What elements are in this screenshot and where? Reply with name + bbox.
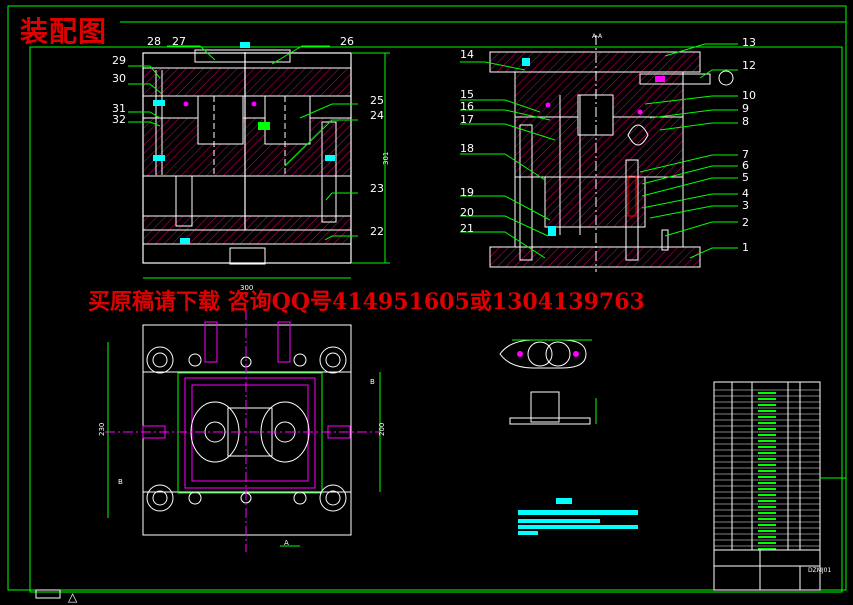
parts-list-entry-mark (758, 446, 776, 448)
part-detail-views (499, 339, 597, 425)
parts-list-entry-mark (758, 458, 776, 460)
part-number-label: 5 (742, 171, 749, 184)
parts-list-entry-mark (758, 410, 776, 412)
parts-list-entry-mark (758, 536, 776, 538)
part-number-label: 16 (460, 100, 474, 113)
part-number-label: 21 (460, 222, 474, 235)
outer-border (7, 5, 847, 591)
parts-list-entry-mark (758, 542, 776, 544)
drawing-title: 装配图 (20, 15, 108, 48)
part-number-label: 7 (742, 148, 749, 161)
part-number-label: 26 (340, 35, 354, 48)
parts-list-entry-mark (758, 524, 776, 526)
parts-list-table (713, 381, 846, 591)
parts-list-entry-mark (758, 416, 776, 418)
part-number-label: 2 (742, 216, 749, 229)
part-number-label: 32 (112, 113, 126, 126)
parts-list-entry-mark (758, 440, 776, 442)
plan-view (105, 310, 381, 552)
part-number-label: 8 (742, 115, 749, 128)
projection-symbol: △ (35, 589, 78, 604)
left-section-view (128, 42, 390, 279)
parts-list-entry-mark (758, 512, 776, 514)
parts-list-entry-mark (758, 398, 776, 400)
section-mark: A-A (592, 33, 603, 40)
parts-list-entry-mark (758, 494, 776, 496)
parts-list-entry-mark (758, 530, 776, 532)
part-number-label: 10 (742, 89, 756, 102)
dim-right-left: 301 (382, 152, 390, 165)
part-number-label: 25 (370, 94, 384, 107)
plan-mark-b1: B (370, 378, 375, 386)
part-number-label: 17 (460, 113, 474, 126)
part-number-label: 6 (742, 159, 749, 172)
part-number-label: 12 (742, 59, 756, 72)
part-number-label: 22 (370, 225, 384, 238)
parts-list-entry-mark (758, 434, 776, 436)
part-number-label: 24 (370, 109, 384, 122)
parts-list-entry-mark (758, 392, 776, 394)
right-section-view (460, 35, 738, 272)
plan-dim-right: 200 (378, 423, 386, 436)
part-number-label: 30 (112, 72, 126, 85)
part-number-label: 31 (112, 102, 126, 115)
parts-list-entry-mark (758, 488, 776, 490)
download-contact-banner: 买原稿请下载 咨询QQ号414951605或1304139763 (88, 289, 645, 315)
plan-mark-a: A (284, 539, 289, 547)
parts-list-entry-mark (758, 506, 776, 508)
plan-mark-b2: B (118, 478, 123, 486)
parts-list-entry-mark (758, 500, 776, 502)
parts-list-entry-mark (758, 422, 776, 424)
part-number-label: 15 (460, 88, 474, 101)
parts-list-entry-mark (758, 476, 776, 478)
parts-list-entry-mark (758, 452, 776, 454)
part-number-label: 27 (172, 35, 186, 48)
part-number-label: 4 (742, 187, 749, 200)
parts-list-entry-mark (758, 548, 776, 550)
title-block-mark: DZMJ01 (808, 567, 831, 574)
technical-notes (518, 498, 638, 535)
parts-list-entry-mark (758, 482, 776, 484)
parts-list-entry-mark (758, 464, 776, 466)
dim-bottom-left: 300 (240, 284, 253, 292)
part-number-label: 14 (460, 48, 474, 61)
part-number-label: 28 (147, 35, 161, 48)
part-number-label: 13 (742, 36, 756, 49)
part-number-label: 23 (370, 182, 384, 195)
part-number-label: 29 (112, 54, 126, 67)
part-number-label: 20 (460, 206, 474, 219)
part-number-label: 19 (460, 186, 474, 199)
part-number-label: 18 (460, 142, 474, 155)
parts-list-entry-mark (758, 518, 776, 520)
plan-dim-left: 230 (98, 423, 106, 436)
part-number-label: 1 (742, 241, 749, 254)
parts-list-entry-mark (758, 428, 776, 430)
part-number-label: 3 (742, 199, 749, 212)
parts-list-entry-mark (758, 404, 776, 406)
part-number-label: 9 (742, 102, 749, 115)
parts-list-entry-mark (758, 470, 776, 472)
inner-border (29, 46, 843, 593)
svg-text:△: △ (68, 590, 78, 604)
